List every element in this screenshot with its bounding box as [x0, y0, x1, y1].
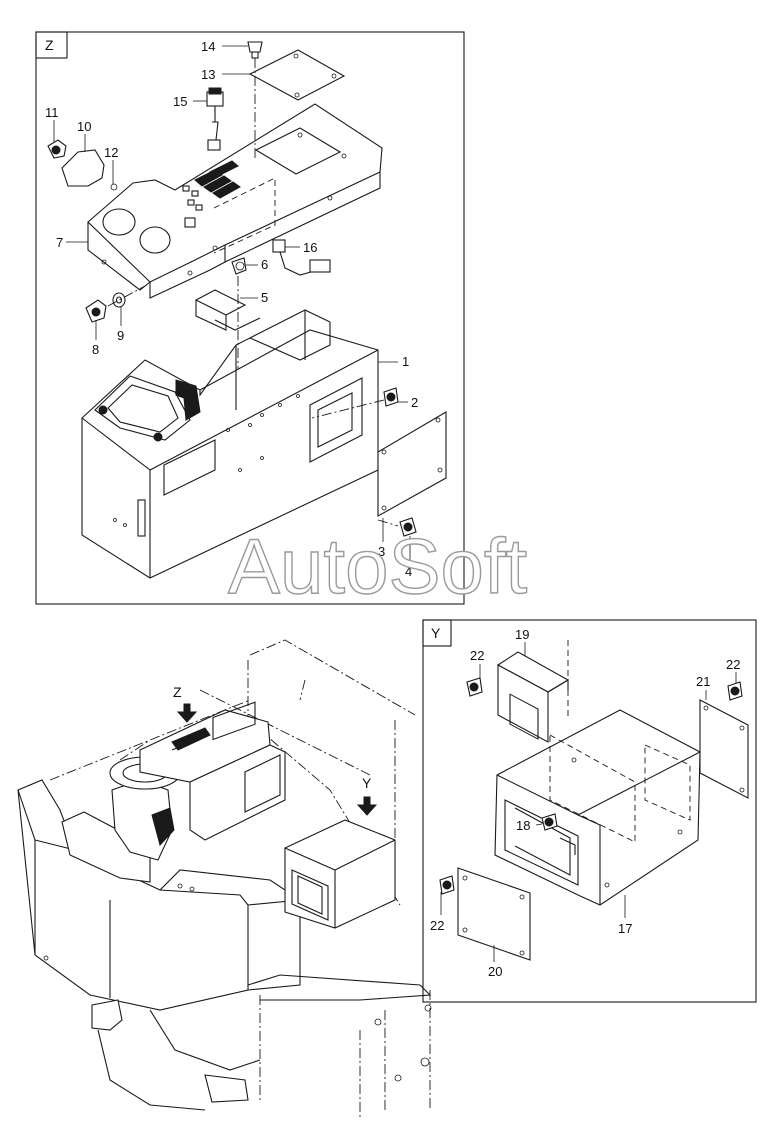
callout-14: 14 [201, 39, 215, 54]
cover-20 [439, 867, 531, 961]
detail-y-tag: Y [431, 625, 441, 641]
callout-6: 6 [261, 257, 268, 272]
callout-22-lower-left: 22 [430, 918, 444, 933]
callout-22-upper-left: 22 [470, 648, 484, 663]
callout-20: 20 [488, 964, 502, 979]
callout-16: 16 [303, 240, 317, 255]
callout-3: 3 [378, 544, 385, 559]
view-arrow-y-label: Y [362, 775, 372, 791]
callout-10: 10 [77, 119, 91, 134]
plate-21 [466, 677, 749, 799]
callout-13: 13 [201, 67, 215, 82]
callout-2: 2 [411, 395, 418, 410]
z-callouts: 1 2 3 4 5 6 7 8 9 10 11 12 13 14 15 16 [45, 39, 418, 579]
bracket-19 [496, 651, 570, 743]
detail-z-panel: Z [35, 31, 465, 605]
detail-z-tag: Z [45, 37, 54, 53]
callout-4: 4 [405, 564, 412, 579]
switch-15 [206, 87, 224, 151]
callout-21: 21 [696, 674, 710, 689]
bolt-8 [85, 285, 146, 323]
cab-overview [17, 639, 432, 1120]
callout-15: 15 [173, 94, 187, 109]
watermark-text: AutoSoft [228, 522, 528, 610]
housing-17 [494, 640, 701, 906]
callout-7: 7 [56, 235, 63, 250]
callout-11: 11 [45, 105, 59, 120]
callout-1: 1 [402, 354, 409, 369]
side-cover-3 [311, 387, 447, 537]
bracket-5 [194, 276, 247, 380]
detail-y-panel: Y [422, 619, 757, 1003]
view-arrow-z: Z [173, 684, 198, 723]
callout-22-right: 22 [726, 657, 740, 672]
upper-console-cover [87, 103, 383, 299]
callout-9: 9 [117, 328, 124, 343]
view-arrow-z-label: Z [173, 684, 182, 700]
callout-19: 19 [515, 627, 529, 642]
plate-10 [47, 139, 118, 191]
y-callouts: 19 22 22 21 18 17 20 22 [430, 627, 740, 979]
view-arrow-y: Y [356, 775, 378, 816]
callout-18: 18 [516, 818, 530, 833]
panel-13 [247, 41, 346, 160]
keypad [194, 160, 241, 199]
callout-8: 8 [92, 342, 99, 357]
callout-17: 17 [618, 921, 632, 936]
connector-16 [231, 239, 331, 276]
main-console-body [81, 309, 379, 579]
callout-5: 5 [261, 290, 268, 305]
callout-12: 12 [104, 145, 118, 160]
